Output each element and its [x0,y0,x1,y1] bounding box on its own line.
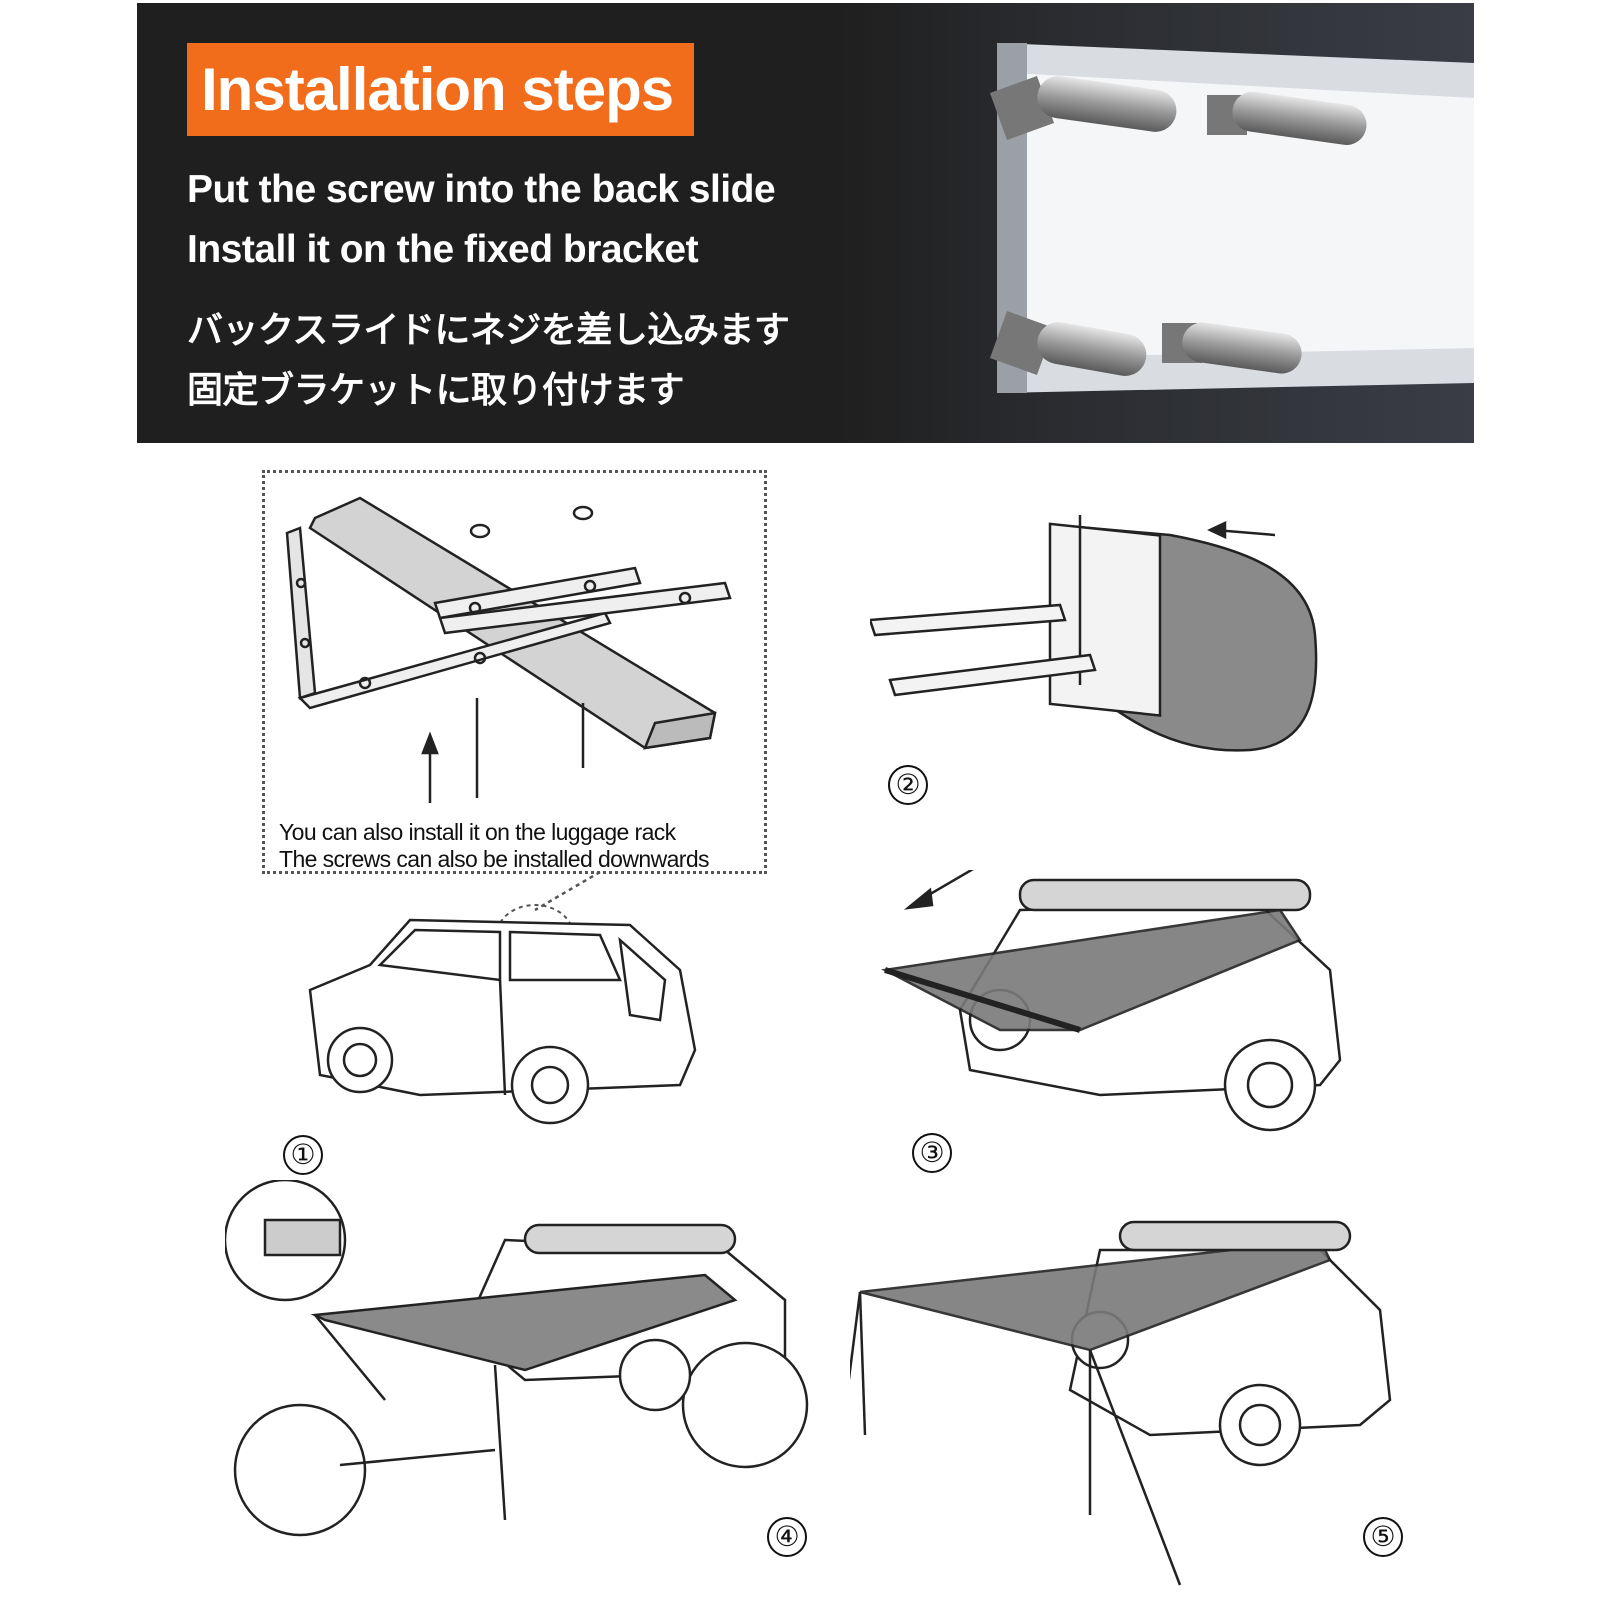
instruction-line-3-ja: バックスライドにネジを差し込みます [187,310,790,351]
bracket-callout: You can also install it on the luggage r… [262,470,767,874]
callout-text: You can also install it on the luggage r… [279,819,710,873]
step-4-pole-diagram [225,1180,809,1537]
step-number-3: ③ [912,1133,952,1173]
step-number-4: ④ [767,1517,807,1557]
step-5-deployed-diagram [850,1220,1392,1586]
callout-line-1: You can also install it on the luggage r… [279,819,676,845]
step-1-car-diagram [308,918,697,1125]
bolt-4-icon [1162,322,1302,374]
step-number-5: ⑤ [1363,1517,1403,1557]
bolt-3-icon [989,310,1147,376]
instruction-line-4-ja: 固定ブラケットに取り付けます [187,370,685,411]
instructions-banner: Installation steps Put the screw into th… [137,3,1474,443]
step-number-2: ② [888,765,928,805]
bolt-2-icon [1207,91,1367,145]
bracket-diagram [285,496,732,803]
bolt-1-icon [989,75,1177,141]
step-number-1: ① [283,1135,323,1175]
step-2-rail-diagram [870,515,1318,752]
step-3-awning-pull-diagram [881,870,1342,1132]
instruction-line-1: Put the screw into the back slide [187,168,776,211]
callout-line-2: The screws can also be installed downwar… [279,846,710,872]
page-title: Installation steps [187,43,694,136]
instruction-line-2: Install it on the fixed bracket [187,228,699,271]
bolts-photo [837,3,1474,443]
